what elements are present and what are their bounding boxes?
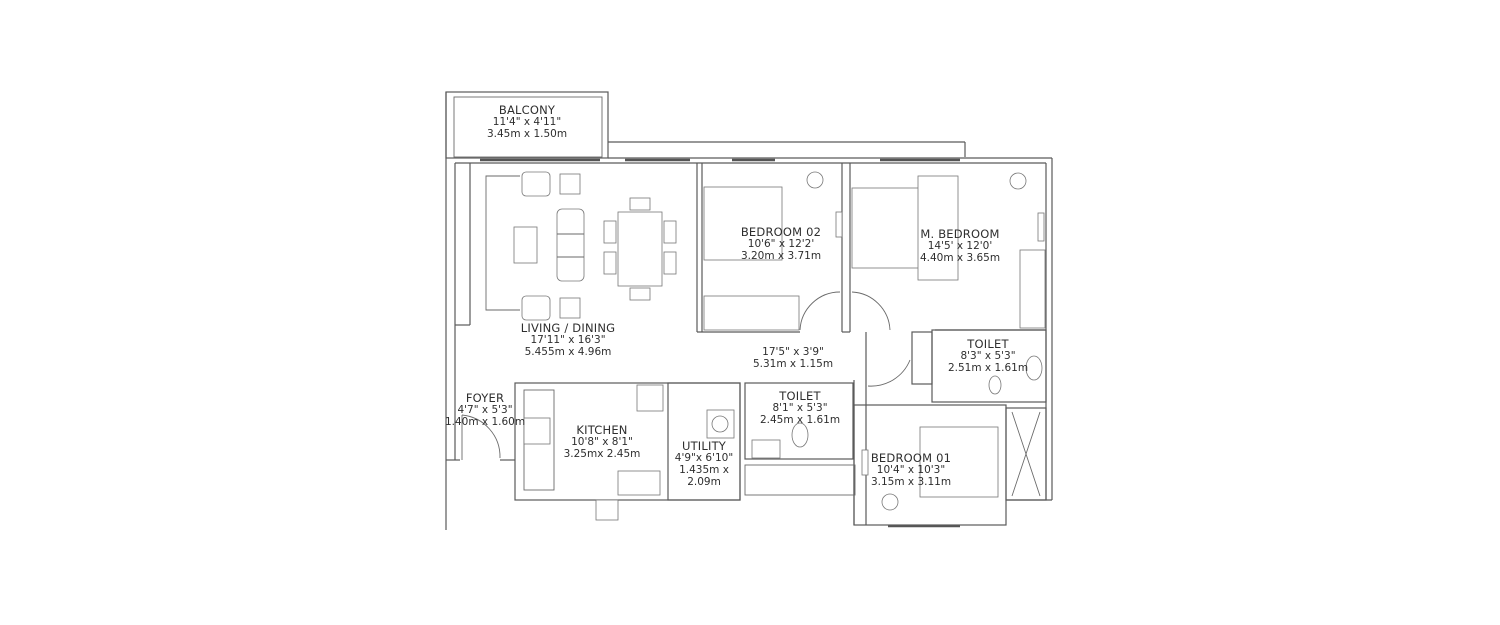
living-furniture — [485, 171, 677, 321]
room-dimensions-metric: 1.40m x 1.60m — [444, 416, 526, 428]
room-dimensions-metric: 3.20m x 3.71m — [740, 250, 822, 262]
room-name: TOILET — [967, 337, 1009, 351]
room-dimensions-metric: 4.40m x 3.65m — [919, 252, 1001, 264]
room-name: BALCONY — [498, 103, 556, 117]
room-dimensions-imperial: 10'8" x 8'1" — [571, 436, 633, 448]
room-label-master-toilet: TOILET 8'3" x 5'3" 2.51m x 1.61m — [948, 338, 1028, 374]
room-dimensions-metric: 2.45m x 1.61m — [759, 414, 841, 426]
room-dimensions-imperial: 8'1" x 5'3" — [772, 402, 828, 414]
room-label-kitchen: KITCHEN 10'8" x 8'1" 3.25mx 2.45m — [564, 424, 641, 460]
room-dimensions-metric: 3.15m x 3.11m — [870, 476, 952, 488]
room-dimensions-imperial: 8'3" x 5'3" — [960, 350, 1016, 362]
outer-walls — [445, 92, 1053, 530]
room-dimensions-metric-line2: 2.09m — [687, 476, 721, 488]
room-name: TOILET — [779, 389, 821, 403]
room-dimensions-imperial: 4'7" x 5'3" — [457, 404, 513, 416]
passage-walls — [853, 332, 911, 525]
room-label-passage: 17'5" x 3'9" 5.31m x 1.15m — [753, 346, 833, 370]
kitchen-walls — [514, 382, 741, 521]
room-label-living-dining: LIVING / DINING 17'11" x 16'3" 5.455m x … — [521, 322, 616, 358]
room-name: UTILITY — [681, 439, 727, 453]
bedroom-01-walls — [853, 404, 1047, 526]
common-toilet-walls — [744, 382, 856, 496]
room-label-foyer: FOYER 4'7" x 5'3" 1.40m x 1.60m — [445, 392, 525, 428]
room-name: LIVING / DINING — [520, 321, 616, 335]
room-name: FOYER — [465, 391, 505, 405]
room-dimensions-metric: 5.455m x 4.96m — [524, 346, 612, 358]
room-dimensions-metric: 1.435m x — [679, 464, 729, 476]
room-dimensions-metric: 5.31m x 1.15m — [752, 358, 834, 370]
room-label-common-toilet: TOILET 8'1" x 5'3" 2.45m x 1.61m — [760, 390, 840, 426]
room-label-balcony: BALCONY 11'4" x 4'11" 3.45m x 1.50m — [487, 104, 567, 140]
room-dimensions-imperial: 11'4" x 4'11" — [492, 116, 562, 128]
room-label-bedroom-01: BEDROOM 01 10'4" x 10'3" 3.15m x 3.11m — [871, 452, 951, 488]
room-dimensions-metric: 3.25mx 2.45m — [563, 448, 641, 460]
room-dimensions-metric: 2.51m x 1.61m — [947, 362, 1029, 374]
room-dimensions-imperial: 4'9"x 6'10" — [674, 452, 734, 464]
master-toilet-walls — [911, 329, 1047, 403]
room-label-bedroom-02: BEDROOM 02 10'6" x 12'2' 3.20m x 3.71m — [741, 226, 821, 262]
room-name: BEDROOM 02 — [740, 225, 822, 239]
room-dimensions-imperial: 17'11" x 16'3" — [530, 334, 606, 346]
room-label-master-bedroom: M. BEDROOM 14'5' x 12'0' 4.40m x 3.65m — [920, 228, 1000, 264]
room-name: BEDROOM 01 — [870, 451, 952, 465]
bedroom-02-walls — [696, 163, 851, 333]
room-name: KITCHEN — [576, 423, 628, 437]
room-dimensions-imperial: 17'5" x 3'9" — [762, 346, 824, 358]
master-bedroom-walls — [851, 172, 1046, 331]
room-dimensions-imperial: 10'6" x 12'2' — [747, 238, 815, 250]
room-name: M. BEDROOM — [920, 227, 1000, 241]
room-label-utility: UTILITY 4'9"x 6'10" 1.435m x 2.09m — [675, 440, 733, 488]
room-dimensions-imperial: 10'4" x 10'3" — [876, 464, 946, 476]
foyer-door — [461, 414, 501, 460]
room-dimensions-imperial: 14'5' x 12'0' — [927, 240, 993, 252]
utility-walls — [667, 382, 741, 501]
room-dimensions-metric: 3.45m x 1.50m — [486, 128, 568, 140]
